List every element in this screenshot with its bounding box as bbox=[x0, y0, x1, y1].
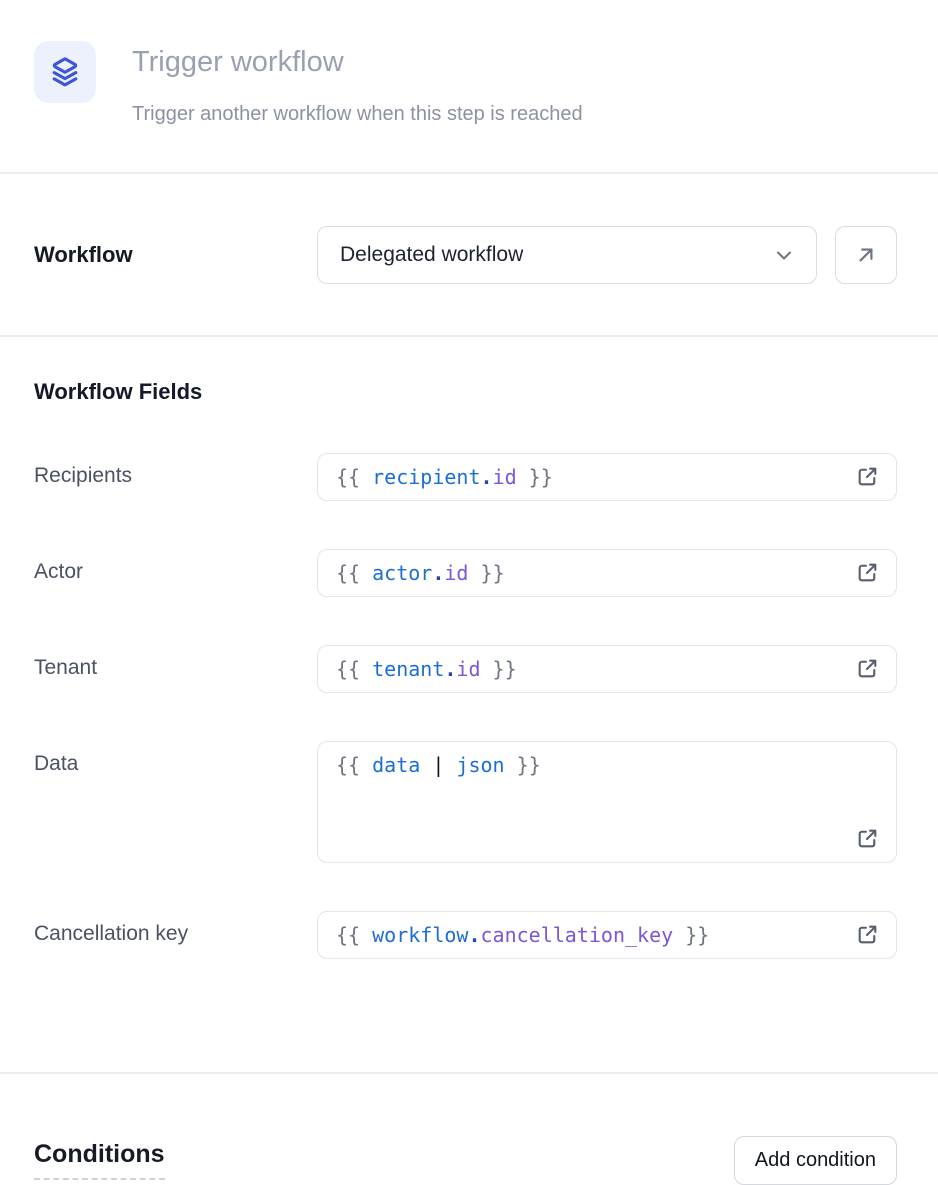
workflow-label: Workflow bbox=[34, 241, 133, 267]
field-code-input[interactable]: {{ workflow.cancellation_key }} bbox=[317, 910, 897, 959]
field-code-input[interactable]: {{ tenant.id }} bbox=[317, 644, 897, 693]
field-label: Actor bbox=[34, 559, 84, 583]
workflow-field-row: Cancellation key {{ workflow.cancellatio… bbox=[34, 910, 897, 959]
divider bbox=[0, 171, 938, 174]
field-code-input[interactable]: {{ recipient.id }} bbox=[317, 452, 897, 501]
field-code-input[interactable]: {{ actor.id }} bbox=[317, 548, 897, 597]
workflow-field-row: Tenant {{ tenant.id }} bbox=[34, 644, 897, 693]
workflow-select-value: Delegated workflow bbox=[340, 242, 524, 266]
divider bbox=[0, 334, 938, 337]
external-link-icon[interactable] bbox=[855, 826, 880, 851]
open-workflow-button[interactable] bbox=[835, 225, 897, 284]
field-label: Data bbox=[34, 751, 79, 775]
external-link-icon[interactable] bbox=[855, 464, 880, 489]
field-code-input[interactable]: {{ data | json }} bbox=[317, 740, 897, 863]
liquid-template-value: {{ recipient.id }} bbox=[336, 464, 553, 489]
liquid-template-value: {{ tenant.id }} bbox=[336, 656, 517, 681]
arrow-up-right-icon bbox=[853, 242, 879, 268]
field-label: Cancellation key bbox=[34, 921, 189, 945]
workflow-fields-list: Recipients {{ recipient.id }} Actor {{ a… bbox=[34, 452, 897, 959]
step-header: Trigger workflow Trigger another workflo… bbox=[0, 0, 938, 126]
layers-icon bbox=[47, 54, 83, 90]
workflow-field-row: Recipients {{ recipient.id }} bbox=[34, 452, 897, 501]
workflow-select[interactable]: Delegated workflow bbox=[317, 225, 817, 284]
add-condition-button[interactable]: Add condition bbox=[733, 1135, 897, 1185]
external-link-icon[interactable] bbox=[855, 560, 880, 585]
liquid-template-value: {{ actor.id }} bbox=[336, 560, 505, 585]
step-subtitle: Trigger another workflow when this step … bbox=[132, 102, 583, 125]
workflow-field-row: Data {{ data | json }} bbox=[34, 740, 897, 863]
workflow-field-row: Actor {{ actor.id }} bbox=[34, 548, 897, 597]
workflow-fields-section: Workflow Fields Recipients {{ recipient.… bbox=[0, 337, 938, 1017]
liquid-template-value: {{ data | json }} bbox=[336, 752, 541, 777]
conditions-heading: Conditions bbox=[34, 1140, 165, 1181]
workflow-fields-heading: Workflow Fields bbox=[34, 378, 203, 404]
step-icon-box bbox=[34, 41, 96, 103]
workflow-select-row: Workflow Delegated workflow bbox=[0, 174, 938, 335]
external-link-icon[interactable] bbox=[855, 922, 880, 947]
divider bbox=[0, 1071, 938, 1074]
field-label: Recipients bbox=[34, 463, 133, 487]
step-title-input[interactable]: Trigger workflow bbox=[132, 46, 344, 78]
conditions-section: Conditions Add condition bbox=[0, 1074, 938, 1185]
chevron-down-icon bbox=[772, 243, 796, 267]
field-label: Tenant bbox=[34, 655, 98, 679]
external-link-icon[interactable] bbox=[855, 656, 880, 681]
liquid-template-value: {{ workflow.cancellation_key }} bbox=[336, 922, 710, 947]
